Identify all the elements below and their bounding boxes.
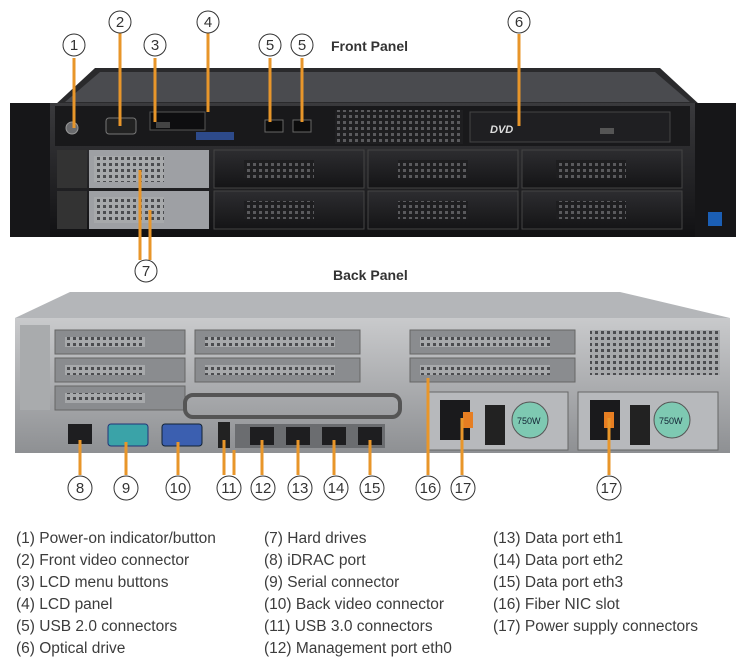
dvd-label: DVD [490, 124, 513, 136]
power-button-icon[interactable] [65, 121, 79, 135]
pcie-riser-right [409, 329, 720, 383]
pcie-riser-middle [183, 329, 402, 419]
legend-item: (5) USB 2.0 connectors [16, 618, 178, 635]
legend-item: (9) Serial connector [264, 574, 400, 591]
callout-5a: 5 [266, 37, 274, 54]
idrac-port [68, 424, 92, 444]
eth3-port [358, 427, 382, 445]
server-diagram: DVD [10, 10, 736, 501]
eth2-port [322, 427, 346, 445]
badge-icon [708, 212, 722, 226]
eth1-port [286, 427, 310, 445]
legend-item: (13) Data port eth1 [493, 530, 624, 547]
usb-port-1 [264, 119, 284, 133]
legend-item: (17) Power supply connectors [493, 618, 699, 635]
lcd-menu-buttons[interactable] [156, 122, 170, 128]
callout-7: 7 [142, 263, 150, 280]
callout-14: 14 [328, 480, 345, 497]
eth0-port [250, 427, 274, 445]
callout-15: 15 [364, 480, 381, 497]
front-panel-title: Front Panel [331, 38, 409, 54]
legend-item: (2) Front video connector [16, 552, 190, 569]
legend-item: (8) iDRAC port [264, 552, 366, 569]
psu2-rating: 750W [659, 416, 683, 426]
drive-bay-row-2 [57, 190, 683, 230]
legend-item: (12) Management port eth0 [264, 640, 452, 657]
callout-17b: 17 [601, 480, 618, 497]
callout-3: 3 [151, 37, 159, 54]
legend-column-3: (13) Data port eth1 (14) Data port eth2 … [493, 528, 698, 638]
callout-12: 12 [255, 480, 272, 497]
callout-13: 13 [292, 480, 309, 497]
service-tag [196, 132, 234, 140]
callout-16: 16 [420, 480, 437, 497]
back-server: 750W 750W [15, 292, 730, 453]
legend-item: (16) Fiber NIC slot [493, 596, 620, 613]
legend-item: (15) Data port eth3 [493, 574, 624, 591]
callout-circles [62, 10, 622, 501]
callout-8: 8 [76, 480, 84, 497]
back-panel-title: Back Panel [333, 267, 408, 283]
callout-labels: 1 2 3 4 5 5 6 7 8 9 10 11 12 13 14 15 16… [70, 14, 618, 497]
legend-item: (11) USB 3.0 connectors [264, 618, 433, 635]
psu1-rating: 750W [517, 416, 541, 426]
front-server: DVD [10, 68, 736, 237]
callout-6: 6 [515, 14, 523, 31]
legend-column-1: (1) Power-on indicator/button (2) Front … [16, 528, 216, 660]
legend-column-2: (7) Hard drives (8) iDRAC port (9) Seria… [264, 528, 452, 660]
usb3-ports [218, 422, 230, 448]
legend-item: (14) Data port eth2 [493, 552, 624, 569]
callout-10: 10 [170, 480, 187, 497]
legend-item: (7) Hard drives [264, 530, 367, 547]
legend-item: (1) Power-on indicator/button [16, 530, 216, 547]
front-vent [335, 110, 463, 144]
callout-4: 4 [204, 14, 212, 31]
drive-bay-row-1 [57, 149, 683, 189]
callout-9: 9 [122, 480, 130, 497]
legend-item: (6) Optical drive [16, 640, 126, 657]
legend-item: (4) LCD panel [16, 596, 113, 613]
callout-5b: 5 [298, 37, 306, 54]
rear-vga-port [161, 423, 203, 447]
legend-item: (3) LCD menu buttons [16, 574, 169, 591]
optical-drive [469, 111, 671, 143]
callout-lines [72, 30, 611, 475]
serial-port [107, 423, 149, 447]
power-supply-1: 750W [427, 391, 569, 451]
callout-17a: 17 [455, 480, 472, 497]
callout-2: 2 [116, 14, 124, 31]
callout-1: 1 [70, 37, 78, 54]
pcie-riser-left [54, 329, 186, 411]
legend-item: (10) Back video connector [264, 596, 445, 613]
power-supply-2: 750W [577, 391, 719, 451]
callout-11: 11 [221, 480, 237, 497]
